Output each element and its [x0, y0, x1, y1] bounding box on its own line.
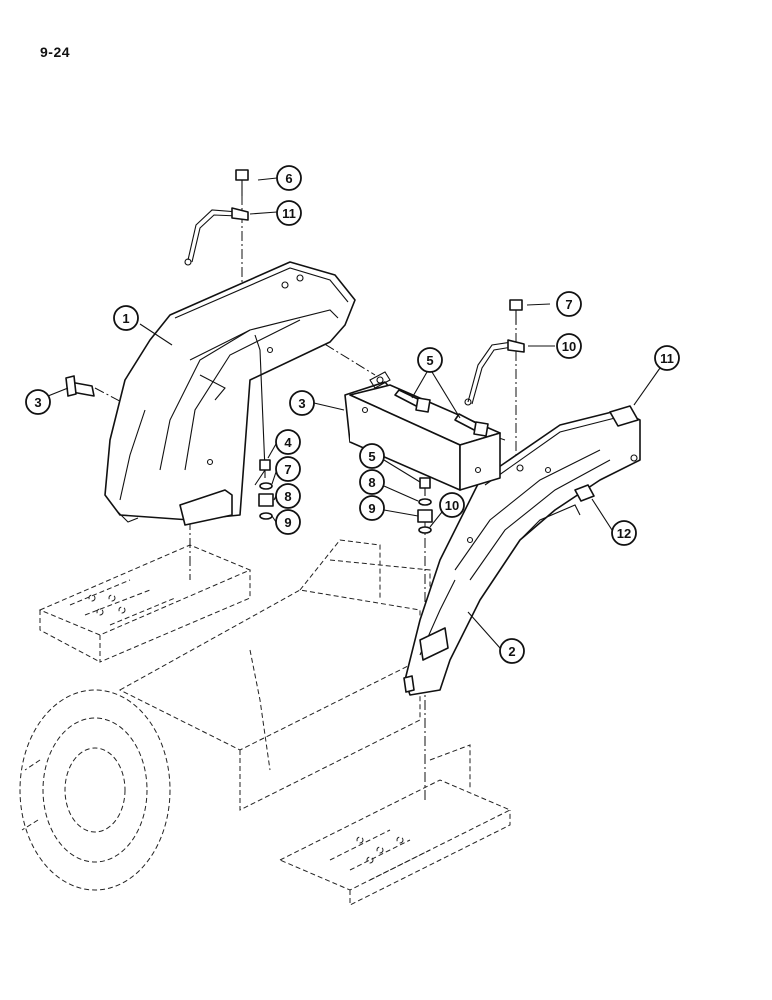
callout-7-left: 8 — [275, 483, 301, 509]
svg-text:8: 8 — [368, 475, 375, 490]
callout-5-right: 5 — [359, 443, 385, 469]
svg-text:1: 1 — [122, 311, 129, 326]
callout-10-right: 7 — [556, 291, 582, 317]
left-fender — [104, 261, 356, 526]
tractor-chassis-outline — [19, 539, 512, 906]
svg-text:7: 7 — [565, 297, 572, 312]
callout-2: 2 — [499, 638, 525, 664]
callout-4: 5 — [417, 347, 443, 373]
svg-text:2: 2 — [508, 644, 515, 659]
callout-12: 12 — [611, 520, 637, 546]
callout-11: 11 — [654, 345, 680, 371]
leader-lines — [47, 177, 661, 649]
svg-text:9: 9 — [284, 515, 291, 530]
callout-6-left: 7 — [275, 456, 301, 482]
fender-mounting-bracket — [344, 371, 501, 491]
callout-3-left: 3 — [25, 389, 51, 415]
svg-text:3: 3 — [34, 395, 41, 410]
svg-text:6: 6 — [285, 171, 292, 186]
page-number: 9-24 — [40, 44, 71, 60]
svg-text:8: 8 — [284, 489, 291, 504]
callout-9-right: 10 — [556, 333, 582, 359]
callout-7-right: 9 — [359, 495, 385, 521]
svg-text:7: 7 — [284, 462, 291, 477]
svg-text:11: 11 — [282, 206, 296, 221]
callout-6-right: 8 — [359, 469, 385, 495]
svg-text:10: 10 — [445, 498, 459, 513]
callout-1: 1 — [113, 305, 139, 331]
callout-8-left: 9 — [275, 509, 301, 535]
hardware-items — [65, 169, 639, 534]
callout-8-right: 10 — [439, 492, 465, 518]
svg-text:9: 9 — [368, 501, 375, 516]
svg-text:10: 10 — [562, 339, 576, 354]
svg-text:5: 5 — [368, 449, 375, 464]
svg-text:4: 4 — [284, 435, 292, 450]
svg-text:11: 11 — [660, 351, 674, 366]
svg-text:5: 5 — [426, 353, 433, 368]
callout-9-left: 11 — [276, 200, 302, 226]
svg-text:3: 3 — [298, 396, 305, 411]
callouts: 6 11 1 3 7 10 11 5 3 4 7 8 9 5 8 9 10 12… — [25, 165, 680, 664]
svg-text:12: 12 — [617, 526, 631, 541]
callout-10-left: 6 — [276, 165, 302, 191]
callout-3: 3 — [289, 390, 315, 416]
callout-5-left: 4 — [275, 429, 301, 455]
